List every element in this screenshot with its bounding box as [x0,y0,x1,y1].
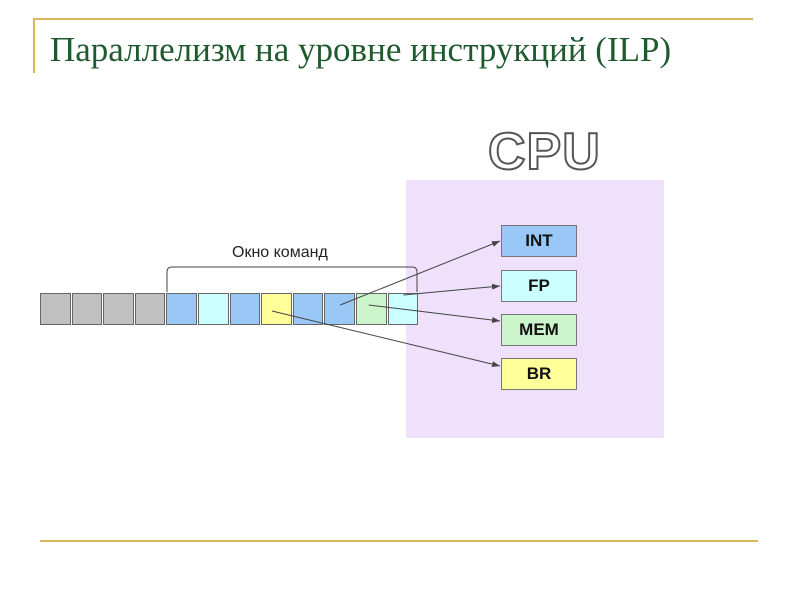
cpu-label: CPU [487,122,601,182]
instruction-cell [40,293,71,325]
unit-br: BR [501,358,577,390]
instruction-window-label: Окно команд [232,244,328,261]
cpu-box [406,180,664,438]
dispatch-arrow-fp [403,283,501,296]
instruction-cell [166,293,197,325]
slide-title: Параллелизм на уровне инструкций (ILP) [50,30,672,69]
bottom-rule [40,540,758,542]
instruction-cell [261,293,292,325]
instruction-cell [324,293,355,325]
instruction-cell [198,293,229,325]
dispatch-arrow-mem [368,304,501,324]
instruction-cell [229,293,261,325]
dispatch-arrow-br [271,310,501,368]
instruction-window-brace [166,266,418,292]
instruction-cell [356,293,387,325]
top-rule [33,18,753,20]
instruction-cell [103,293,134,325]
unit-fp: FP [501,270,577,302]
unit-mem: MEM [501,314,577,346]
instruction-cell [134,293,166,325]
instruction-cell [71,293,103,325]
unit-int: INT [501,225,577,257]
left-rule [33,18,35,73]
dispatch-arrow-int [340,240,501,306]
